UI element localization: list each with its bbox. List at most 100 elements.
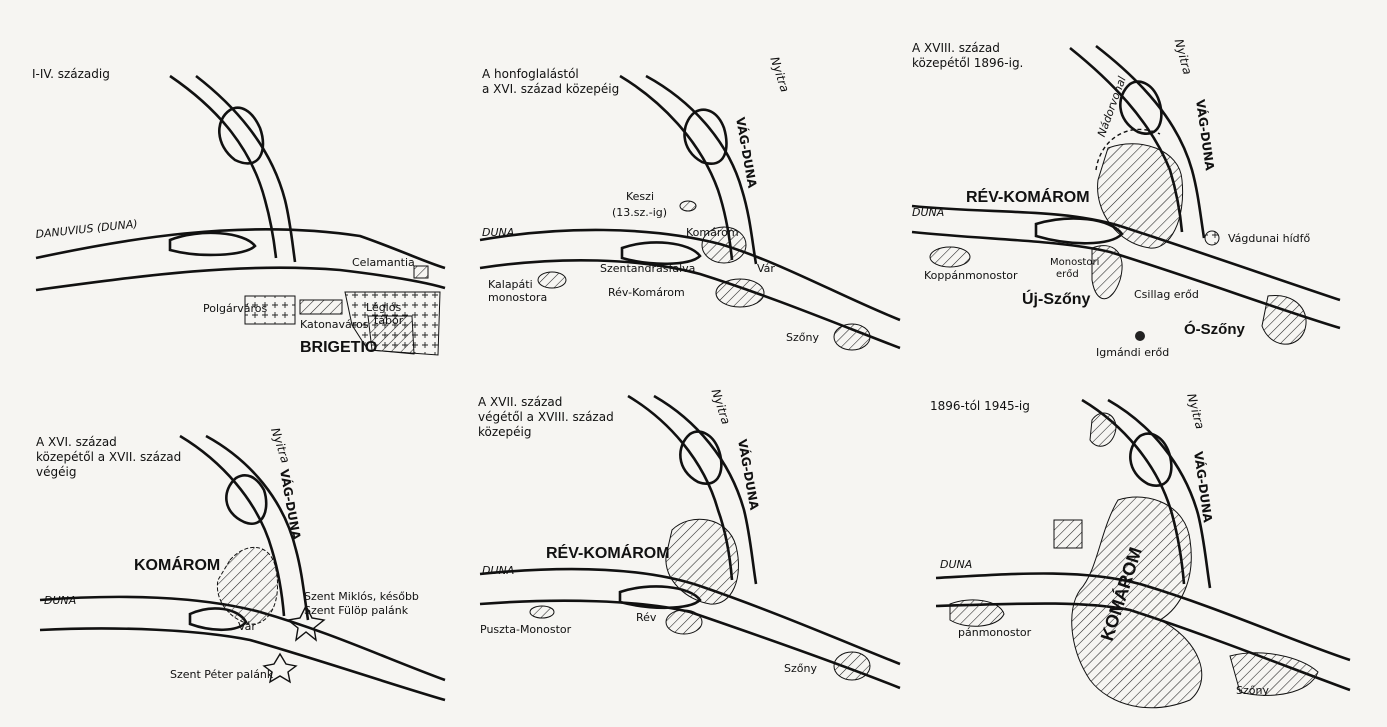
rev-area bbox=[665, 609, 703, 635]
panel-4-caption-3: végéig bbox=[36, 465, 76, 479]
panel-6-szony-label: Szőny bbox=[1236, 684, 1269, 697]
kalapati-area bbox=[537, 271, 567, 289]
panel-2-caption-2: a XVI. század közepéig bbox=[482, 82, 619, 96]
panel-4-vagduna-label: VÁG-DUNA bbox=[277, 468, 304, 542]
revkomarom-label: Rév-Komárom bbox=[608, 286, 685, 299]
szony-area bbox=[833, 323, 871, 351]
szony-label: Szőny bbox=[786, 331, 819, 344]
panel-4-komarom-label: KOMÁROM bbox=[134, 555, 220, 574]
panel-3-caption-1: A XVIII. század bbox=[912, 41, 1000, 55]
oszony-area bbox=[1261, 295, 1307, 345]
panel-3-nyitra-label: Nyitra bbox=[1172, 37, 1195, 76]
revkomarom-area-3 bbox=[1097, 143, 1184, 249]
panel-1: I-IV. századig DANUVIUS (DUNA) Celamanti… bbox=[32, 67, 446, 356]
nador-line bbox=[1095, 128, 1161, 171]
keszi-label-1: Keszi bbox=[626, 190, 654, 203]
panel-5-vagduna-label: VÁG-DUNA bbox=[735, 438, 762, 512]
panel-1-rivers bbox=[35, 74, 446, 292]
katonavaros-label: Katonaváros bbox=[300, 318, 369, 331]
polgarvaros-label: Polgárváros bbox=[203, 302, 268, 315]
panel-1-river-label: DANUVIUS (DUNA) bbox=[35, 217, 138, 241]
katonavaros-area bbox=[299, 299, 343, 315]
panel-5-szony-area bbox=[833, 651, 871, 681]
brigetio-label: BRIGETIO bbox=[300, 339, 377, 356]
rev-label: Rév bbox=[636, 611, 657, 624]
komarom-label: Komárom bbox=[686, 226, 739, 239]
legio-label-2: tábor bbox=[374, 314, 404, 327]
panel-5-nyitra-label: Nyitra bbox=[709, 387, 734, 426]
csillag-label: Csillag erőd bbox=[1134, 288, 1199, 301]
koppany-label: Koppánmonostor bbox=[924, 269, 1018, 282]
revkomarom-area bbox=[715, 278, 765, 308]
panel-3-revkomarom-label: RÉV-KOMÁROM bbox=[966, 187, 1090, 206]
panel-4-var-label: Vár bbox=[238, 620, 256, 633]
panel-5-szony-label: Szőny bbox=[784, 662, 817, 675]
igmandi-marker bbox=[1135, 331, 1145, 341]
panel-5-caption-2: végétől a XVIII. század bbox=[478, 410, 614, 424]
keszi-label-2: (13.sz.-ig) bbox=[612, 206, 667, 219]
panel-6: 1896-tól 1945-ig Nyitra VÁG-DUNA DUNA KO… bbox=[930, 392, 1351, 709]
panel-2-rivers bbox=[479, 74, 901, 350]
panel-2-nyitra-label: Nyitra bbox=[767, 55, 792, 94]
panel-6-vagduna-label: VÁG-DUNA bbox=[1191, 450, 1216, 524]
komarom-area-4 bbox=[216, 546, 278, 625]
panel-6-caption: 1896-tól 1945-ig bbox=[930, 399, 1030, 413]
panel-3: A XVIII. század közepétől 1896-ig. Nádor… bbox=[911, 37, 1341, 359]
puszta-label: Puszta-Monostor bbox=[480, 623, 572, 636]
vagdunai-hidfo-marker bbox=[1204, 230, 1220, 246]
miklos-palank-marker bbox=[286, 604, 326, 642]
monostori-label-1: Monostori bbox=[1050, 257, 1099, 268]
peter-label: Szent Péter palánk bbox=[170, 668, 274, 681]
var-label: Vár bbox=[757, 262, 775, 275]
panel-2: A honfoglalástól a XVI. század közepéig … bbox=[479, 55, 901, 351]
celamantia-marker bbox=[413, 265, 429, 279]
panel-3-vagduna-label: VÁG-DUNA bbox=[1193, 98, 1218, 172]
panel-5-duna-label: DUNA bbox=[482, 564, 514, 577]
panel-4-caption-1: A XVI. század bbox=[36, 435, 117, 449]
ujszony-label: Új-Szőny bbox=[1022, 289, 1091, 308]
ujszony-area bbox=[1091, 245, 1123, 300]
panmonostor-label: pánmonostor bbox=[958, 626, 1032, 639]
panel-4-nyitra-label: Nyitra bbox=[268, 426, 293, 465]
panel-2-duna-label: DUNA bbox=[482, 226, 514, 239]
keszi-area bbox=[679, 200, 697, 212]
panel-4-caption-2: közepétől a XVII. század bbox=[36, 450, 181, 464]
panel-6-szony-area bbox=[1229, 652, 1319, 696]
panel-5-caption-1: A XVII. század bbox=[478, 395, 562, 409]
kalapati-label-2: monostora bbox=[488, 291, 547, 304]
panmonostor-area bbox=[949, 599, 1005, 627]
panel-6-duna-label: DUNA bbox=[940, 558, 972, 571]
igmandi-label: Igmándi erőd bbox=[1096, 346, 1169, 359]
vagdunai-label: Vágdunai hídfő bbox=[1228, 232, 1310, 245]
panel-5-revkomarom-area bbox=[665, 518, 739, 605]
panel-1-caption: I-IV. századig bbox=[32, 67, 110, 81]
panel-2-caption-1: A honfoglalástól bbox=[482, 67, 579, 81]
panel-5: A XVII. század végétől a XVIII. század k… bbox=[478, 387, 901, 690]
puszta-area bbox=[529, 605, 555, 619]
komarom-area bbox=[701, 226, 747, 264]
west-area-6 bbox=[1053, 519, 1083, 549]
panel-5-caption-3: közepéig bbox=[478, 425, 532, 439]
polgarvaros-area bbox=[244, 295, 296, 325]
szentandras-label: Szentandrásfalva bbox=[600, 262, 695, 275]
brigetio-core bbox=[367, 315, 415, 355]
monostori-label-2: erőd bbox=[1056, 268, 1079, 280]
north-area-6 bbox=[1089, 412, 1117, 447]
panel-5-revkomarom-label: RÉV-KOMÁROM bbox=[546, 543, 670, 562]
celamantia-label: Celamantia bbox=[352, 256, 415, 269]
panel-3-caption-2: közepétől 1896-ig. bbox=[912, 56, 1023, 70]
panel-4: A XVI. század közepétől a XVII. század v… bbox=[36, 426, 446, 702]
miklos-label-1: Szent Miklós, később bbox=[304, 590, 419, 603]
peter-palank-marker bbox=[262, 652, 298, 684]
legio-label-1: Légiós bbox=[366, 301, 401, 314]
oszony-label: Ó-Szőny bbox=[1184, 320, 1245, 338]
miklos-label-2: Szent Fülöp palánk bbox=[304, 604, 409, 617]
koppany-area bbox=[929, 246, 971, 268]
panel-3-duna-label: DUNA bbox=[912, 206, 944, 219]
kalapati-label-1: Kalapáti bbox=[488, 278, 533, 291]
komarom-area-6 bbox=[1071, 496, 1203, 709]
panel-6-nyitra-label: Nyitra bbox=[1184, 392, 1207, 431]
panel-4-duna-label: DUNA bbox=[44, 594, 76, 607]
